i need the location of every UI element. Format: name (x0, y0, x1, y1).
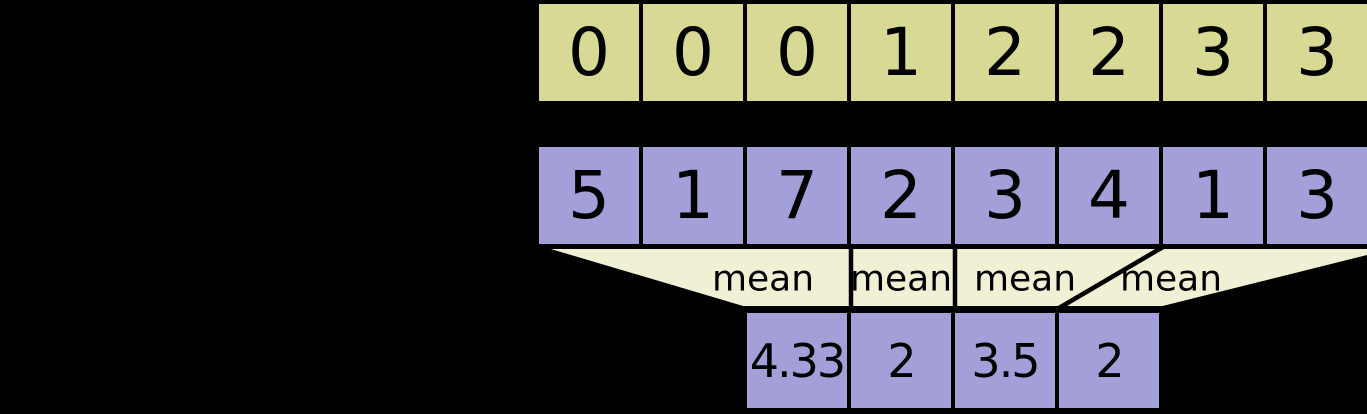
mean-label: mean (850, 259, 952, 300)
mean-label: mean (1120, 259, 1222, 300)
data-cell: 3 (1263, 147, 1367, 244)
segment-id-cell: 0 (639, 4, 743, 101)
data-cell: 1 (1159, 147, 1263, 244)
mean-funnel: mean mean mean mean (536, 245, 1367, 310)
result-cell: 2 (1055, 313, 1159, 408)
segment-id-cell: 3 (1159, 4, 1263, 101)
result-row: 4.33 2 3.5 2 (743, 309, 1163, 412)
result-cell: 4.33 (747, 313, 847, 408)
segment-ids-row: 0 0 0 1 2 2 3 3 (535, 0, 1367, 105)
data-cell: 5 (539, 147, 639, 244)
data-cell: 3 (951, 147, 1055, 244)
segment-id-cell: 3 (1263, 4, 1367, 101)
funnel-divider-diagonal (1057, 245, 1165, 310)
segment-id-cell: 2 (951, 4, 1055, 101)
result-cell: 2 (847, 313, 951, 408)
funnel-shape (536, 245, 1367, 310)
data-values-row: 5 1 7 2 3 4 1 3 (535, 143, 1367, 248)
result-cell: 3.5 (951, 313, 1055, 408)
mean-label: mean (712, 259, 814, 300)
data-cell: 4 (1055, 147, 1159, 244)
segment-id-cell: 1 (847, 4, 951, 101)
data-cell: 7 (743, 147, 847, 244)
mean-label: mean (974, 259, 1076, 300)
segment-id-cell: 0 (743, 4, 847, 101)
segment-id-cell: 2 (1055, 4, 1159, 101)
data-cell: 1 (639, 147, 743, 244)
data-cell: 2 (847, 147, 951, 244)
segment-id-cell: 0 (539, 4, 639, 101)
